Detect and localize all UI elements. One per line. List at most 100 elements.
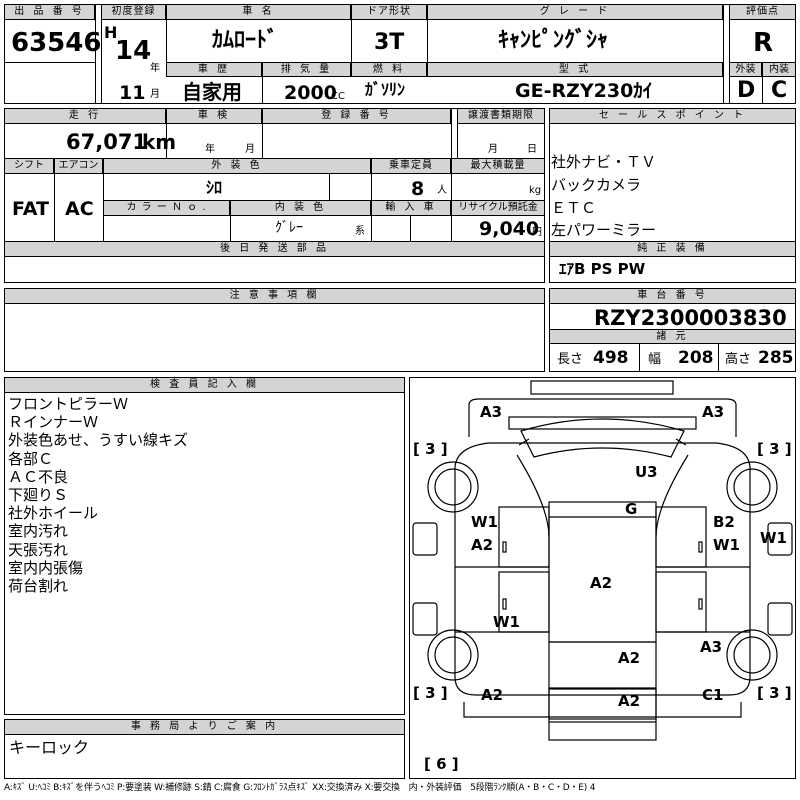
sales-point-item: バックカメラ	[551, 175, 642, 194]
interior-header: 内装	[762, 62, 796, 77]
damage-mark: A2	[618, 692, 641, 710]
int-color-header: 内 装 色	[230, 200, 371, 216]
transfer-month-unit: 月	[488, 144, 498, 155]
damage-mark: A3	[480, 403, 503, 421]
grade-header: グ レ ー ド	[427, 4, 723, 20]
model-code: GE-RZY230ｶｲ	[515, 80, 653, 102]
exterior-grade: D	[737, 78, 756, 103]
length-value: 498	[593, 348, 629, 368]
aircon-header: エアコン	[54, 158, 103, 174]
tire-bracket-rr: [ 3 ]	[757, 684, 792, 702]
inspection-header: 車 検	[166, 108, 262, 124]
car-name: ｶﾑﾛｰﾄﾞ	[212, 28, 279, 53]
max-load-unit: kg	[529, 185, 542, 196]
inspection-year-unit: 年	[205, 144, 215, 155]
damage-mark: W1	[760, 529, 787, 547]
length-label: 長さ	[557, 352, 584, 367]
damage-mark: W1	[493, 613, 520, 631]
door-header: ドア形状	[351, 4, 427, 20]
chassis-header: 車 台 番 号	[549, 288, 796, 304]
first-reg-header: 初度登録	[101, 4, 166, 20]
later-parts-header: 後 日 発 送 部 品	[4, 241, 545, 257]
inspector-note: 下廻りＳ	[8, 486, 69, 505]
tire-bracket-fl: [ 3 ]	[413, 440, 448, 458]
reg-no-header: 登 録 番 号	[262, 108, 451, 124]
car-history: 自家用	[182, 80, 242, 104]
tire-bracket-spare: [ 6 ]	[424, 755, 459, 773]
fuel-type: ｶﾞｿﾘﾝ	[365, 80, 406, 99]
car-diagram	[412, 380, 793, 741]
tire-bracket-rl: [ 3 ]	[413, 684, 448, 702]
damage-mark: U3	[635, 463, 658, 481]
inspector-note: 荷台割れ	[8, 577, 69, 596]
recycle-header: リサイクル預託金	[451, 200, 545, 216]
sales-point-item: ＥＴＣ	[551, 198, 597, 217]
damage-mark: A3	[702, 403, 725, 421]
inspector-note: 天張汚れ	[8, 540, 69, 559]
door-type: 3T	[374, 30, 405, 55]
caution-header: 注 意 事 項 欄	[4, 288, 545, 304]
legend-line: A:ｷｽﾞ U:ﾍｺﾐ B:ｷｽﾞを伴うﾍｺﾐ P:要塗装 W:補修跡 S:錆 …	[4, 783, 596, 793]
genuine-header: 純 正 装 備	[549, 241, 796, 257]
width-value: 208	[678, 348, 714, 368]
interior-color-suffix: 系	[355, 226, 365, 237]
damage-mark: W1	[713, 536, 740, 554]
inspector-notes: フロントピラーＷ ＲインナーＷ 外装色あせ、うすい線キズ 各部Ｃ ＡＣ不良 下廻…	[8, 395, 188, 595]
inspector-note: フロントピラーＷ	[8, 395, 129, 413]
shift-header: シフト	[4, 158, 54, 174]
max-load-header: 最大積載量	[451, 158, 545, 174]
width-label: 幅	[648, 352, 662, 367]
capacity-unit: 人	[437, 185, 447, 196]
era-letter: H	[104, 23, 118, 42]
height-value: 285	[758, 348, 794, 368]
transfer-day-unit: 日	[527, 144, 537, 155]
capacity-header: 乗車定員	[371, 158, 451, 174]
displacement-unit: CC	[331, 91, 345, 102]
inspector-note: ＲインナーＷ	[8, 413, 99, 432]
recycle-unit: 円	[532, 227, 542, 238]
reg-month: 11	[119, 82, 146, 104]
inspector-note: 社外ホイール	[8, 504, 99, 523]
displacement-value: 2000	[284, 82, 337, 104]
lot-no-header: 出 品 番 号	[4, 4, 95, 20]
height-label: 高さ	[725, 352, 752, 367]
genuine-equipment: ｴｱB PS PW	[559, 260, 646, 278]
damage-mark: A2	[590, 574, 613, 592]
damage-mark: A2	[618, 649, 641, 667]
inspector-header: 検 査 員 記 入 欄	[4, 377, 405, 393]
fuel-header: 燃 料	[351, 62, 427, 77]
office-header: 事 務 局 よ り ご 案 内	[4, 719, 405, 735]
mileage-header: 走 行	[4, 108, 166, 124]
office-note: キーロック	[9, 738, 90, 757]
damage-mark: A3	[700, 638, 723, 656]
inspector-note: ＡＣ不良	[8, 467, 69, 486]
score-header: 評価点	[729, 4, 796, 20]
tire-bracket-fr: [ 3 ]	[757, 440, 792, 458]
damage-mark: A2	[471, 536, 494, 554]
chassis-number: RZY2300003830	[594, 306, 787, 330]
inspection-month-unit: 月	[245, 144, 255, 155]
car-diagram-panel	[409, 377, 796, 779]
ext-color-header: 外 装 色	[103, 158, 371, 174]
interior-color: ｸﾞﾚｰ	[275, 220, 303, 236]
recycle-value: 9,040	[479, 218, 540, 240]
displacement-header: 排 気 量	[262, 62, 351, 77]
color-no-header: カ ラ ー Ｎ ｏ .	[103, 200, 230, 216]
sales-point-item: 社外ナビ・ＴＶ	[551, 153, 657, 171]
capacity-value: 8	[411, 178, 425, 200]
damage-mark: C1	[702, 686, 724, 704]
mileage-value: 67,071	[66, 130, 148, 154]
inspector-note: 室内汚れ	[8, 522, 69, 541]
overall-score: R	[753, 28, 774, 58]
specs-header: 諸 元	[549, 329, 796, 344]
mileage-unit: km	[142, 130, 177, 154]
inspector-note: 室内内張傷	[8, 558, 84, 577]
inspector-note: 各部Ｃ	[8, 449, 54, 468]
damage-mark: W1	[471, 513, 498, 531]
damage-mark: B2	[713, 513, 735, 531]
wheels	[427, 461, 778, 681]
damage-mark: G	[625, 500, 638, 518]
sales-point-item: 左パワーミラー	[551, 221, 657, 240]
car-name-header: 車 名	[166, 4, 351, 20]
reg-year: 14	[115, 36, 152, 66]
